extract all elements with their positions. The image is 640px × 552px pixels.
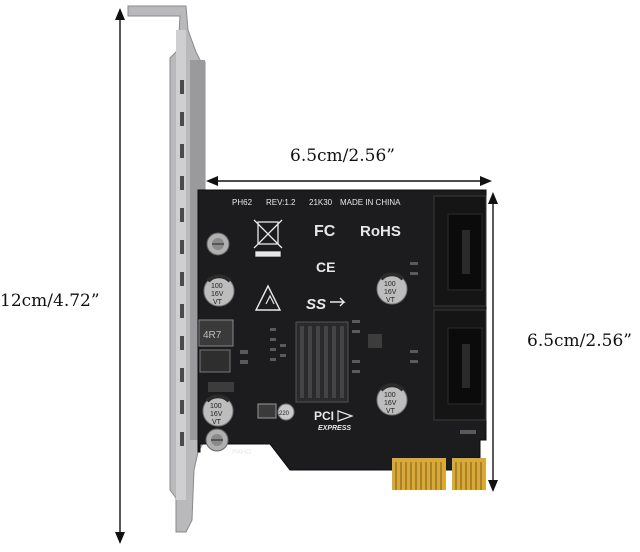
capacitor-top-left: 100 16V VT xyxy=(203,274,235,307)
svg-text:PCI: PCI xyxy=(314,409,334,423)
svg-text:16V: 16V xyxy=(210,411,223,418)
weee-bin-icon xyxy=(253,219,283,257)
depth-dimension-label: 6.5cm/2.56” xyxy=(527,331,632,351)
svg-text:16V: 16V xyxy=(384,289,397,296)
smd-components xyxy=(208,262,476,434)
svg-text:100: 100 xyxy=(384,281,396,288)
pcb-board: PH62 REV:1.2 21K30 MADE IN CHINA FC RoHS… xyxy=(197,189,487,490)
capacitor-top-right: 100 16V VT xyxy=(376,272,408,305)
heatsink xyxy=(295,321,349,403)
gold-fingers xyxy=(392,458,486,490)
capacitor-bottom-left: 100 16V VT xyxy=(202,394,234,427)
svg-text:16V: 16V xyxy=(384,400,397,407)
svg-text:SS: SS xyxy=(306,296,326,313)
esd-warning-icon xyxy=(254,284,282,311)
width-dimension-label: 6.5cm/2.56” xyxy=(290,146,395,166)
screw-bottom xyxy=(205,428,229,452)
svg-text:100: 100 xyxy=(210,403,222,410)
svg-text:VT: VT xyxy=(386,408,396,415)
rohs-mark: RoHS xyxy=(360,223,401,240)
maker-label: PAHO xyxy=(232,449,252,456)
svg-text:16V: 16V xyxy=(211,291,224,298)
origin-label: MADE IN CHINA xyxy=(340,198,401,207)
regulator-chip xyxy=(199,349,231,373)
date-code-label: 21K30 xyxy=(309,198,333,207)
svg-text:VT: VT xyxy=(386,297,396,304)
superspeed-logo: SS xyxy=(306,296,346,313)
width-arrow xyxy=(206,176,492,186)
usb-header-bottom xyxy=(433,309,487,421)
depth-arrow xyxy=(488,192,498,492)
capacitor-bottom-right: 100 16V VT xyxy=(376,383,408,416)
svg-text:100: 100 xyxy=(384,392,396,399)
screw-top xyxy=(206,232,230,256)
small-capacitor: 220 xyxy=(257,403,295,421)
revision-label: REV:1.2 xyxy=(266,198,296,207)
pci-express-logo: PCI EXPRESS xyxy=(314,409,354,432)
svg-text:VT: VT xyxy=(213,299,223,306)
usb-header-top xyxy=(433,195,487,307)
height-dimension-label: 12cm/4.72” xyxy=(0,291,100,311)
svg-text:VT: VT xyxy=(212,419,222,426)
svg-text:4R7: 4R7 xyxy=(203,330,222,341)
height-arrow xyxy=(115,8,125,544)
pci-bracket xyxy=(127,5,206,533)
ce-mark: CE xyxy=(316,259,335,275)
svg-text:100: 100 xyxy=(211,283,223,290)
model-label: PH62 xyxy=(232,198,253,207)
svg-text:220: 220 xyxy=(279,411,290,417)
svg-text:EXPRESS: EXPRESS xyxy=(318,425,351,432)
inductor: 4R7 xyxy=(198,319,234,347)
fc-mark: FC xyxy=(314,223,336,240)
